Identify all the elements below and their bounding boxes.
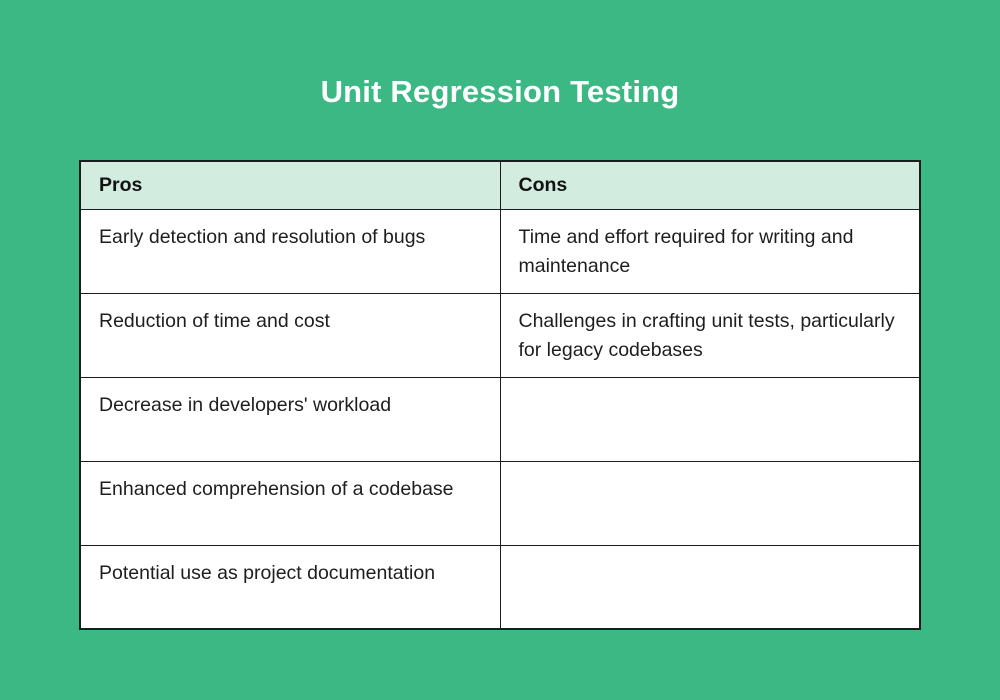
pros-cell: Potential use as project documentation xyxy=(79,544,501,630)
cons-cell xyxy=(499,460,921,546)
pros-cell: Early detection and resolution of bugs xyxy=(79,208,501,294)
cons-cell xyxy=(499,544,921,630)
table-row: Early detection and resolution of bugs T… xyxy=(79,208,921,294)
pros-cell: Enhanced comprehension of a codebase xyxy=(79,460,501,546)
table-header-row: Pros Cons xyxy=(79,160,921,210)
pros-cons-table: Pros Cons Early detection and resolution… xyxy=(79,160,921,630)
table-row: Enhanced comprehension of a codebase xyxy=(79,460,921,546)
cons-cell xyxy=(499,376,921,462)
table-row: Reduction of time and cost Challenges in… xyxy=(79,292,921,378)
table-row: Potential use as project documentation xyxy=(79,544,921,630)
pros-cell: Reduction of time and cost xyxy=(79,292,501,378)
pros-cell: Decrease in developers' workload xyxy=(79,376,501,462)
pros-column-header: Pros xyxy=(79,160,501,210)
cons-column-header: Cons xyxy=(499,160,921,210)
page-title: Unit Regression Testing xyxy=(320,74,680,109)
table-row: Decrease in developers' workload xyxy=(79,376,921,462)
cons-cell: Challenges in crafting unit tests, parti… xyxy=(499,292,921,378)
cons-cell: Time and effort required for writing and… xyxy=(499,208,921,294)
